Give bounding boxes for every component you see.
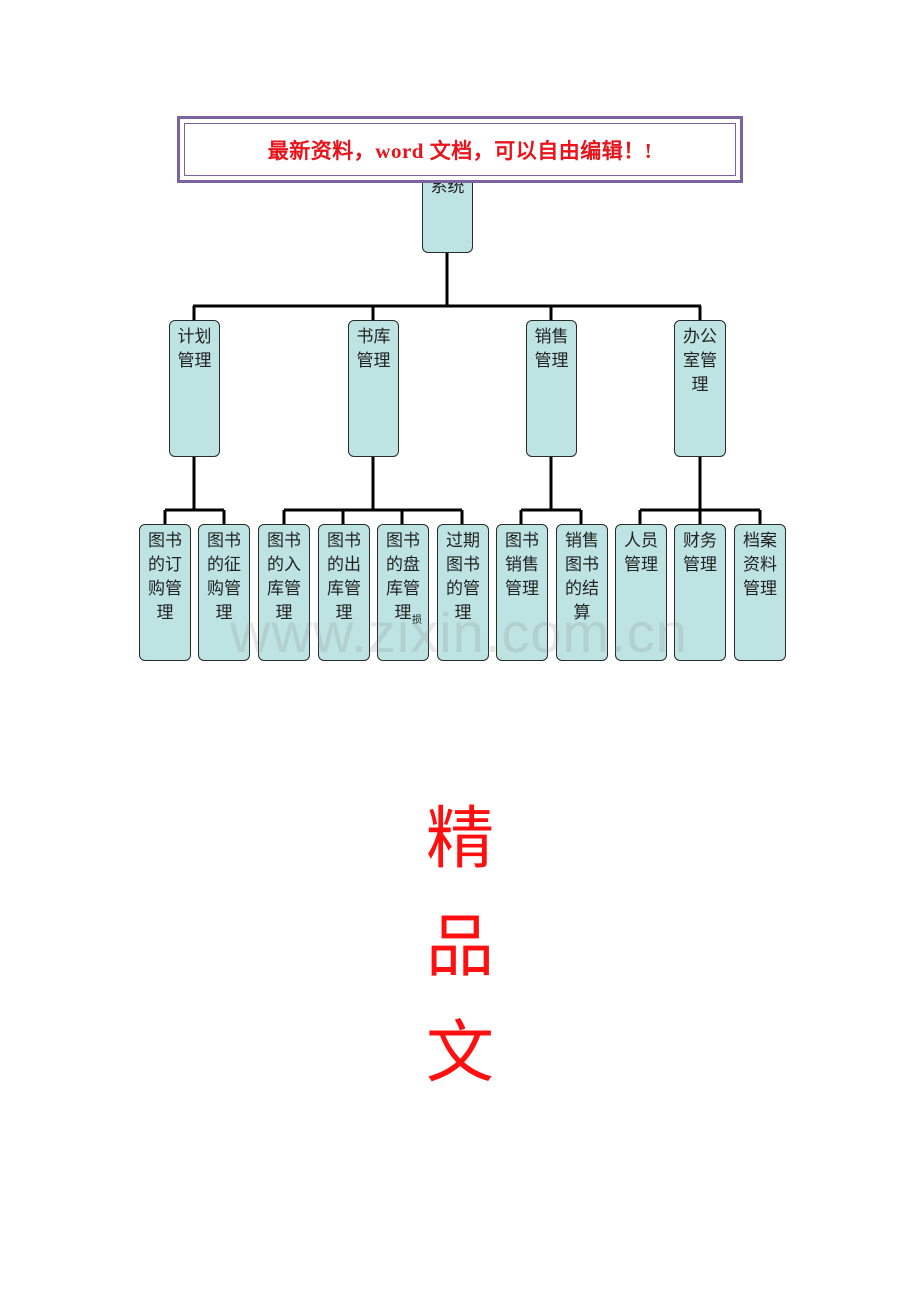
org-leaf-archives: 档案资料管理 — [734, 524, 786, 661]
org-node-sales: 销售管理 — [526, 320, 577, 457]
org-leaf-order: 图书的订购管理 — [139, 524, 191, 661]
org-leaf-stock-in: 图书的入库管理 — [258, 524, 310, 661]
org-leaf-requisition: 图书的征购管理 — [198, 524, 250, 661]
banner-text: 最新资料，word 文档，可以自由编辑！! — [267, 138, 653, 163]
org-leaf-expired: 过期图书的管理 — [437, 524, 489, 661]
org-node-office: 办公室管理 — [674, 320, 726, 457]
org-node-office-label: 办公室管理 — [683, 327, 717, 395]
banner-inner-frame: 最新资料，word 文档，可以自由编辑！! — [184, 123, 736, 176]
org-leaf-personnel: 人员管理 — [615, 524, 667, 661]
org-leaf-label: 图书的出库管理 — [327, 531, 361, 623]
org-leaf-settlement: 销售图书的结算 — [556, 524, 608, 661]
org-leaf-sales-mgmt: 图书销售管理 — [496, 524, 548, 661]
org-node-plan: 计划管理 — [169, 320, 220, 457]
org-leaf-inventory: 图书的盘库管理 损 — [377, 524, 429, 661]
org-node-stock-label: 书库管理 — [356, 327, 391, 371]
footer-char-3: 文 — [425, 1014, 494, 1093]
footer-char-1: 精 — [425, 800, 494, 879]
org-node-stock: 书库管理 — [348, 320, 399, 457]
org-leaf-label: 图书的盘库管理 — [386, 531, 420, 623]
org-leaf-label: 财务管理 — [683, 531, 717, 575]
org-node-sales-label: 销售管理 — [534, 327, 569, 371]
org-leaf-label: 图书销售管理 — [505, 531, 539, 599]
org-node-plan-label: 计划管理 — [177, 327, 212, 371]
org-leaf-label: 人员管理 — [624, 531, 658, 575]
org-leaf-stock-out: 图书的出库管理 — [318, 524, 370, 661]
org-leaf-loss-note: 损 — [412, 615, 422, 626]
org-leaf-finance: 财务管理 — [674, 524, 726, 661]
org-leaf-label: 过期图书的管理 — [446, 531, 480, 623]
org-leaf-label: 销售图书的结算 — [565, 531, 599, 623]
org-leaf-label: 档案资料管理 — [743, 531, 777, 599]
footer-char-2: 品 — [425, 908, 494, 987]
org-leaf-label: 图书的征购管理 — [207, 531, 241, 623]
org-leaf-label: 图书的入库管理 — [267, 531, 301, 623]
document-banner: 最新资料，word 文档，可以自由编辑！! — [177, 116, 743, 183]
org-leaf-label: 图书的订购管理 — [148, 531, 182, 623]
